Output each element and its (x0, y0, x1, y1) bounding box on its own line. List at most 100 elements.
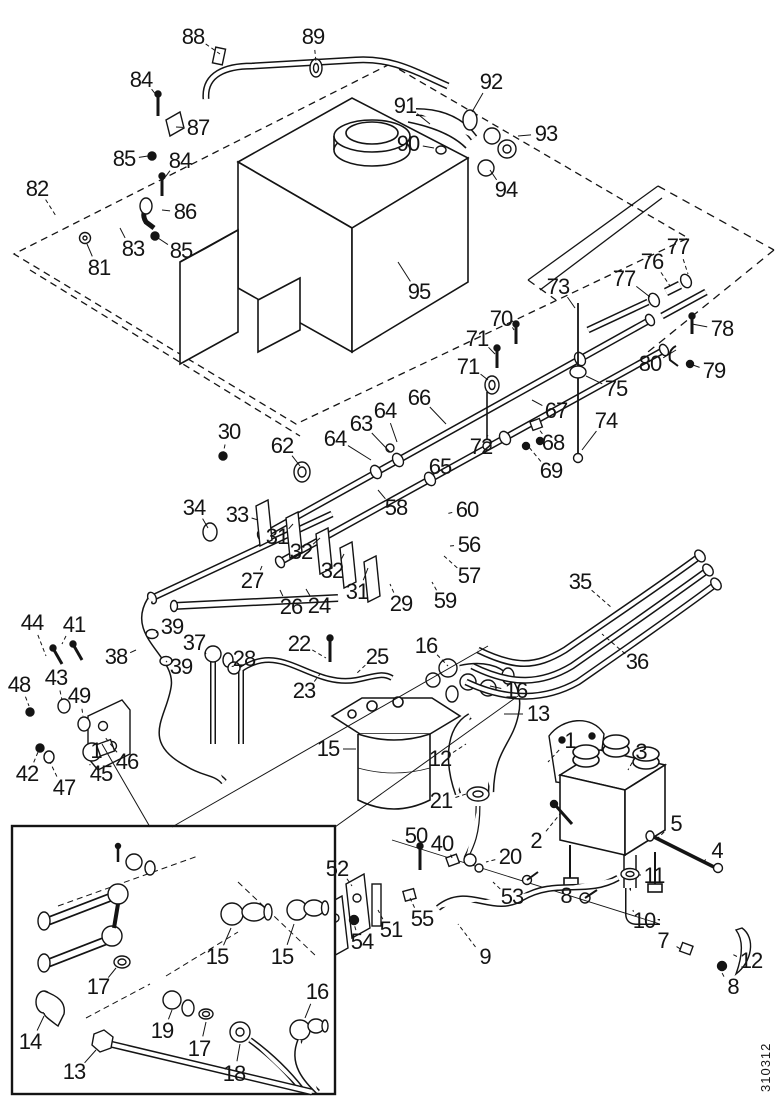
leader-line-24 (305, 588, 311, 596)
leader-line-86 (161, 209, 171, 212)
tank-mount-parts (78, 90, 185, 245)
leader-line-12 (731, 953, 738, 957)
leader-line-77 (636, 286, 651, 298)
leader-line-58 (377, 489, 386, 500)
leader-line-62 (291, 455, 301, 467)
hydraulic-tank (179, 97, 470, 366)
leader-line-71 (488, 346, 496, 355)
leader-line-85 (138, 155, 149, 158)
pipes-35-36 (464, 549, 722, 700)
leader-line-29 (389, 583, 395, 593)
leader-line-66 (429, 406, 447, 425)
leader-line-16 (489, 685, 502, 690)
leader-line-59 (431, 581, 437, 591)
leader-line-91 (416, 113, 431, 125)
leader-line-3 (627, 762, 633, 771)
leader-line-69 (527, 445, 542, 462)
inset-callout-lines (101, 645, 519, 828)
bracket-cluster-41-49 (25, 640, 131, 771)
leader-line-78 (691, 323, 708, 328)
leader-line-30 (222, 444, 226, 455)
leader-line-88 (205, 43, 221, 55)
leader-line-83 (119, 227, 126, 239)
leader-line-38 (129, 649, 137, 654)
leader-line-31 (362, 567, 369, 581)
leader-line-44 (37, 634, 47, 657)
tube-27 (169, 594, 394, 684)
leader-line-9 (457, 923, 476, 948)
clamp-rod-73 (482, 303, 587, 464)
leader-line-16 (436, 654, 449, 667)
leader-line-22 (312, 649, 327, 659)
leader-line-51 (377, 909, 384, 920)
leader-lines (24, 43, 738, 1064)
right-pipes (586, 273, 708, 369)
leader-line-57 (443, 555, 458, 569)
leader-line-13 (84, 1049, 97, 1064)
leader-line-84 (162, 170, 171, 181)
leader-line-26 (279, 589, 284, 597)
leader-line-82 (45, 199, 57, 217)
leader-line-64 (347, 445, 372, 461)
leader-line-33 (251, 517, 259, 521)
leader-line-55 (409, 897, 416, 908)
pipe-65 (274, 343, 670, 569)
leader-line-67 (531, 399, 543, 407)
leader-line-79 (689, 363, 700, 368)
leader-line-46 (103, 735, 118, 753)
leader-line-1 (547, 749, 560, 763)
leader-line-12 (452, 743, 467, 753)
leader-line-15 (223, 927, 232, 946)
leader-line-23 (313, 673, 321, 682)
leader-line-8 (720, 970, 725, 977)
valve-block-3 (557, 734, 668, 893)
leader-line-39 (155, 631, 159, 634)
hose-38 (140, 598, 244, 785)
leader-line-32 (312, 537, 321, 545)
leader-line-20 (485, 859, 496, 863)
leader-line-71 (480, 373, 489, 381)
leader-line-17 (107, 967, 117, 978)
leader-line-63 (371, 432, 391, 453)
leader-line-18 (236, 1043, 241, 1062)
filler-cap (333, 119, 411, 167)
leader-line-52 (346, 878, 353, 887)
leader-line-5 (657, 831, 665, 839)
leader-line-60 (445, 511, 453, 515)
leader-line-37 (204, 651, 207, 655)
leader-line-77 (682, 259, 689, 275)
figure-number: 310312 (758, 1043, 773, 1092)
leader-line-81 (86, 243, 93, 257)
leader-line-36 (601, 633, 626, 655)
leader-line-85 (157, 237, 169, 246)
leader-line-50 (418, 848, 421, 855)
leader-line-32 (340, 553, 345, 561)
leader-line-35 (591, 589, 613, 609)
leader-line-43 (59, 690, 63, 701)
leader-line-95 (397, 261, 411, 282)
pipe-34-brackets (146, 451, 381, 605)
leader-line-80 (662, 349, 677, 359)
leader-line-89 (314, 49, 317, 63)
leader-line-64 (389, 422, 398, 443)
leader-line-21 (455, 793, 467, 798)
leader-line-31 (288, 523, 294, 530)
leader-line-70 (512, 327, 515, 331)
leader-line-41 (61, 635, 67, 645)
leader-line-17 (202, 1021, 207, 1037)
leader-line-7 (676, 946, 683, 951)
leader-line-48 (24, 696, 30, 707)
leader-line-19 (167, 1009, 173, 1020)
leader-line-84 (151, 88, 158, 97)
leader-line-16 (304, 1003, 312, 1019)
leader-line-54 (353, 923, 357, 931)
leader-line-73 (567, 296, 576, 309)
leader-line-68 (537, 427, 543, 435)
pipe-fittings-63-64-58 (369, 351, 587, 487)
leader-line-2 (545, 813, 561, 832)
leader-line-14 (36, 1015, 45, 1031)
right-dashed-frame (527, 185, 775, 353)
leader-line-74 (581, 430, 597, 451)
